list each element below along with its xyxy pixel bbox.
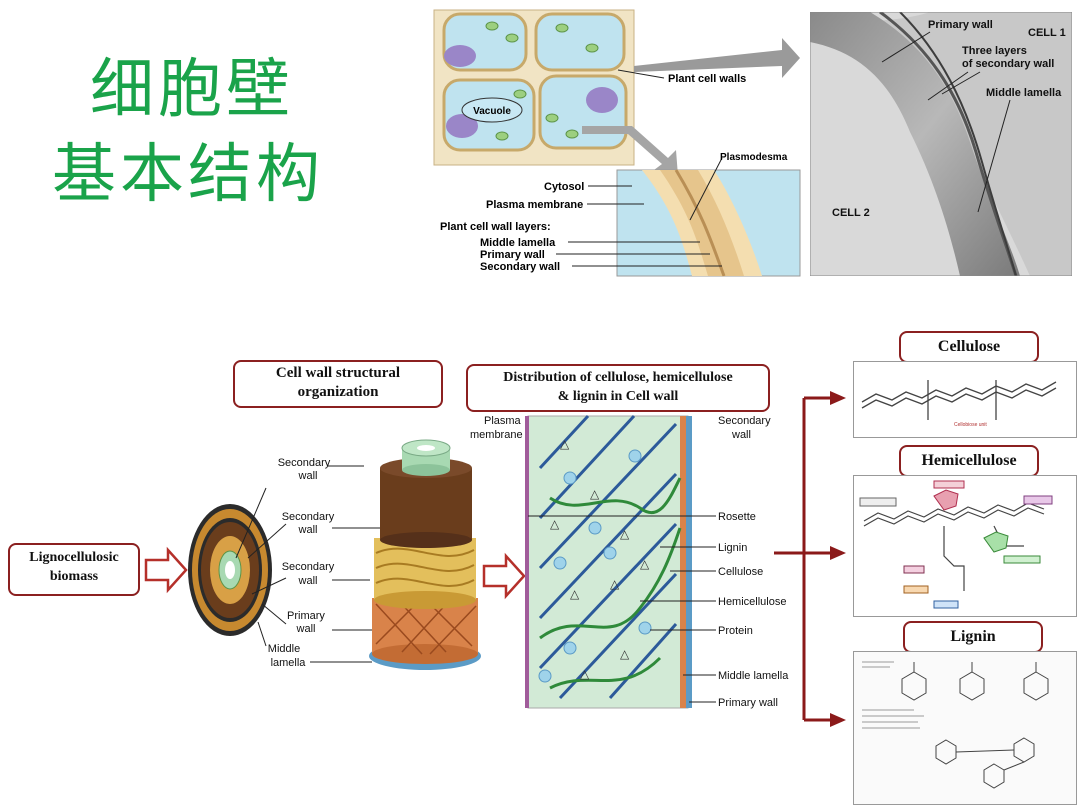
svg-text:△: △ bbox=[590, 487, 600, 501]
org-line2: organization bbox=[297, 384, 379, 400]
micro-middle-lamella: Middle lamella bbox=[986, 87, 1062, 99]
page-title: 细胞壁 bbox=[90, 53, 294, 127]
biomass-box: Lignocellulosic biomass bbox=[8, 543, 140, 596]
primary-wall-a: Primary bbox=[287, 610, 325, 622]
micro-cell2: CELL 2 bbox=[832, 207, 870, 219]
structure-diagram: Secondary wall Secondary wall Secondary … bbox=[140, 408, 800, 728]
sec-wall-3b: wall bbox=[298, 575, 318, 587]
cellulose-label: Cellulose bbox=[718, 566, 763, 578]
protein-label: Protein bbox=[718, 625, 753, 637]
sec-wall-1b: wall bbox=[298, 470, 318, 482]
layers-heading: Plant cell wall layers: bbox=[440, 221, 551, 233]
micro-cell1: CELL 1 bbox=[1028, 27, 1066, 39]
structural-organization-box: Cell wall structural organization bbox=[233, 360, 443, 408]
primary-wall-b: wall bbox=[296, 623, 316, 635]
hemicellulose-structure bbox=[853, 475, 1077, 617]
plasma-membrane-label: Plasma membrane bbox=[486, 199, 583, 211]
middle-lamella-label: Middle lamella bbox=[480, 237, 556, 249]
sec-wall-3a: Secondary bbox=[282, 561, 335, 573]
secondary-wall-label: Secondary wall bbox=[480, 261, 560, 273]
middle-lamella-right: Middle lamella bbox=[718, 670, 789, 682]
page-subtitle: 基本结构 bbox=[52, 138, 324, 212]
sec-wall-right-a: Secondary bbox=[718, 415, 771, 427]
svg-text:△: △ bbox=[550, 517, 560, 531]
cellulose-structure: Cellobiose unit bbox=[853, 361, 1077, 438]
branch-arrows bbox=[780, 390, 850, 730]
lignin-label: Lignin bbox=[718, 542, 747, 554]
plant-cell-diagram: Vacuole Plant cell walls Plasmodesma Cyt… bbox=[432, 8, 802, 278]
plasma-membrane-a: Plasma bbox=[484, 415, 522, 427]
middle-lamella-a: Middle bbox=[268, 643, 300, 655]
plasma-membrane-b: membrane bbox=[470, 429, 523, 441]
micro-primary-wall: Primary wall bbox=[928, 19, 993, 31]
lignin-structure bbox=[853, 651, 1077, 805]
micro-of-secondary-wall: of secondary wall bbox=[962, 58, 1054, 70]
vacuole-label: Vacuole bbox=[473, 106, 511, 117]
sec-wall-1a: Secondary bbox=[278, 457, 331, 469]
dist-line1: Distribution of cellulose, hemicellulose bbox=[503, 370, 733, 385]
sec-wall-2a: Secondary bbox=[282, 511, 335, 523]
svg-text:△: △ bbox=[620, 647, 630, 661]
cellulose-title-box: Cellulose bbox=[899, 331, 1039, 363]
svg-text:△: △ bbox=[560, 437, 570, 451]
svg-text:△: △ bbox=[620, 527, 630, 541]
primary-wall-label: Primary wall bbox=[480, 249, 545, 261]
sec-wall-right-b: wall bbox=[731, 429, 751, 441]
hemicellulose-label: Hemicellulose bbox=[718, 596, 786, 608]
plant-cell-walls-label: Plant cell walls bbox=[668, 73, 746, 85]
plasmodesma-label: Plasmodesma bbox=[720, 152, 788, 163]
svg-text:△: △ bbox=[570, 587, 580, 601]
middle-lamella-b: lamella bbox=[271, 657, 307, 669]
svg-text:△: △ bbox=[610, 577, 620, 591]
svg-text:△: △ bbox=[640, 557, 650, 571]
org-line1: Cell wall structural bbox=[275, 365, 401, 381]
svg-text:Cellobiose unit: Cellobiose unit bbox=[954, 422, 987, 428]
biomass-line2: biomass bbox=[49, 569, 99, 584]
micro-three-layers: Three layers bbox=[962, 45, 1027, 57]
primary-wall-right: Primary wall bbox=[718, 697, 778, 709]
lignin-title-box: Lignin bbox=[903, 621, 1043, 653]
hemicellulose-title-box: Hemicellulose bbox=[899, 445, 1039, 477]
sec-wall-2b: wall bbox=[298, 524, 318, 536]
distribution-box: Distribution of cellulose, hemicellulose… bbox=[466, 364, 770, 412]
dist-line2: & lignin in Cell wall bbox=[557, 389, 679, 404]
electron-micrograph: Primary wall CELL 1 Three layers of seco… bbox=[809, 10, 1073, 277]
svg-text:△: △ bbox=[580, 667, 590, 681]
biomass-line1: Lignocellulosic bbox=[29, 550, 119, 565]
cytosol-label: Cytosol bbox=[544, 181, 584, 193]
rosette-label: Rosette bbox=[718, 511, 756, 523]
